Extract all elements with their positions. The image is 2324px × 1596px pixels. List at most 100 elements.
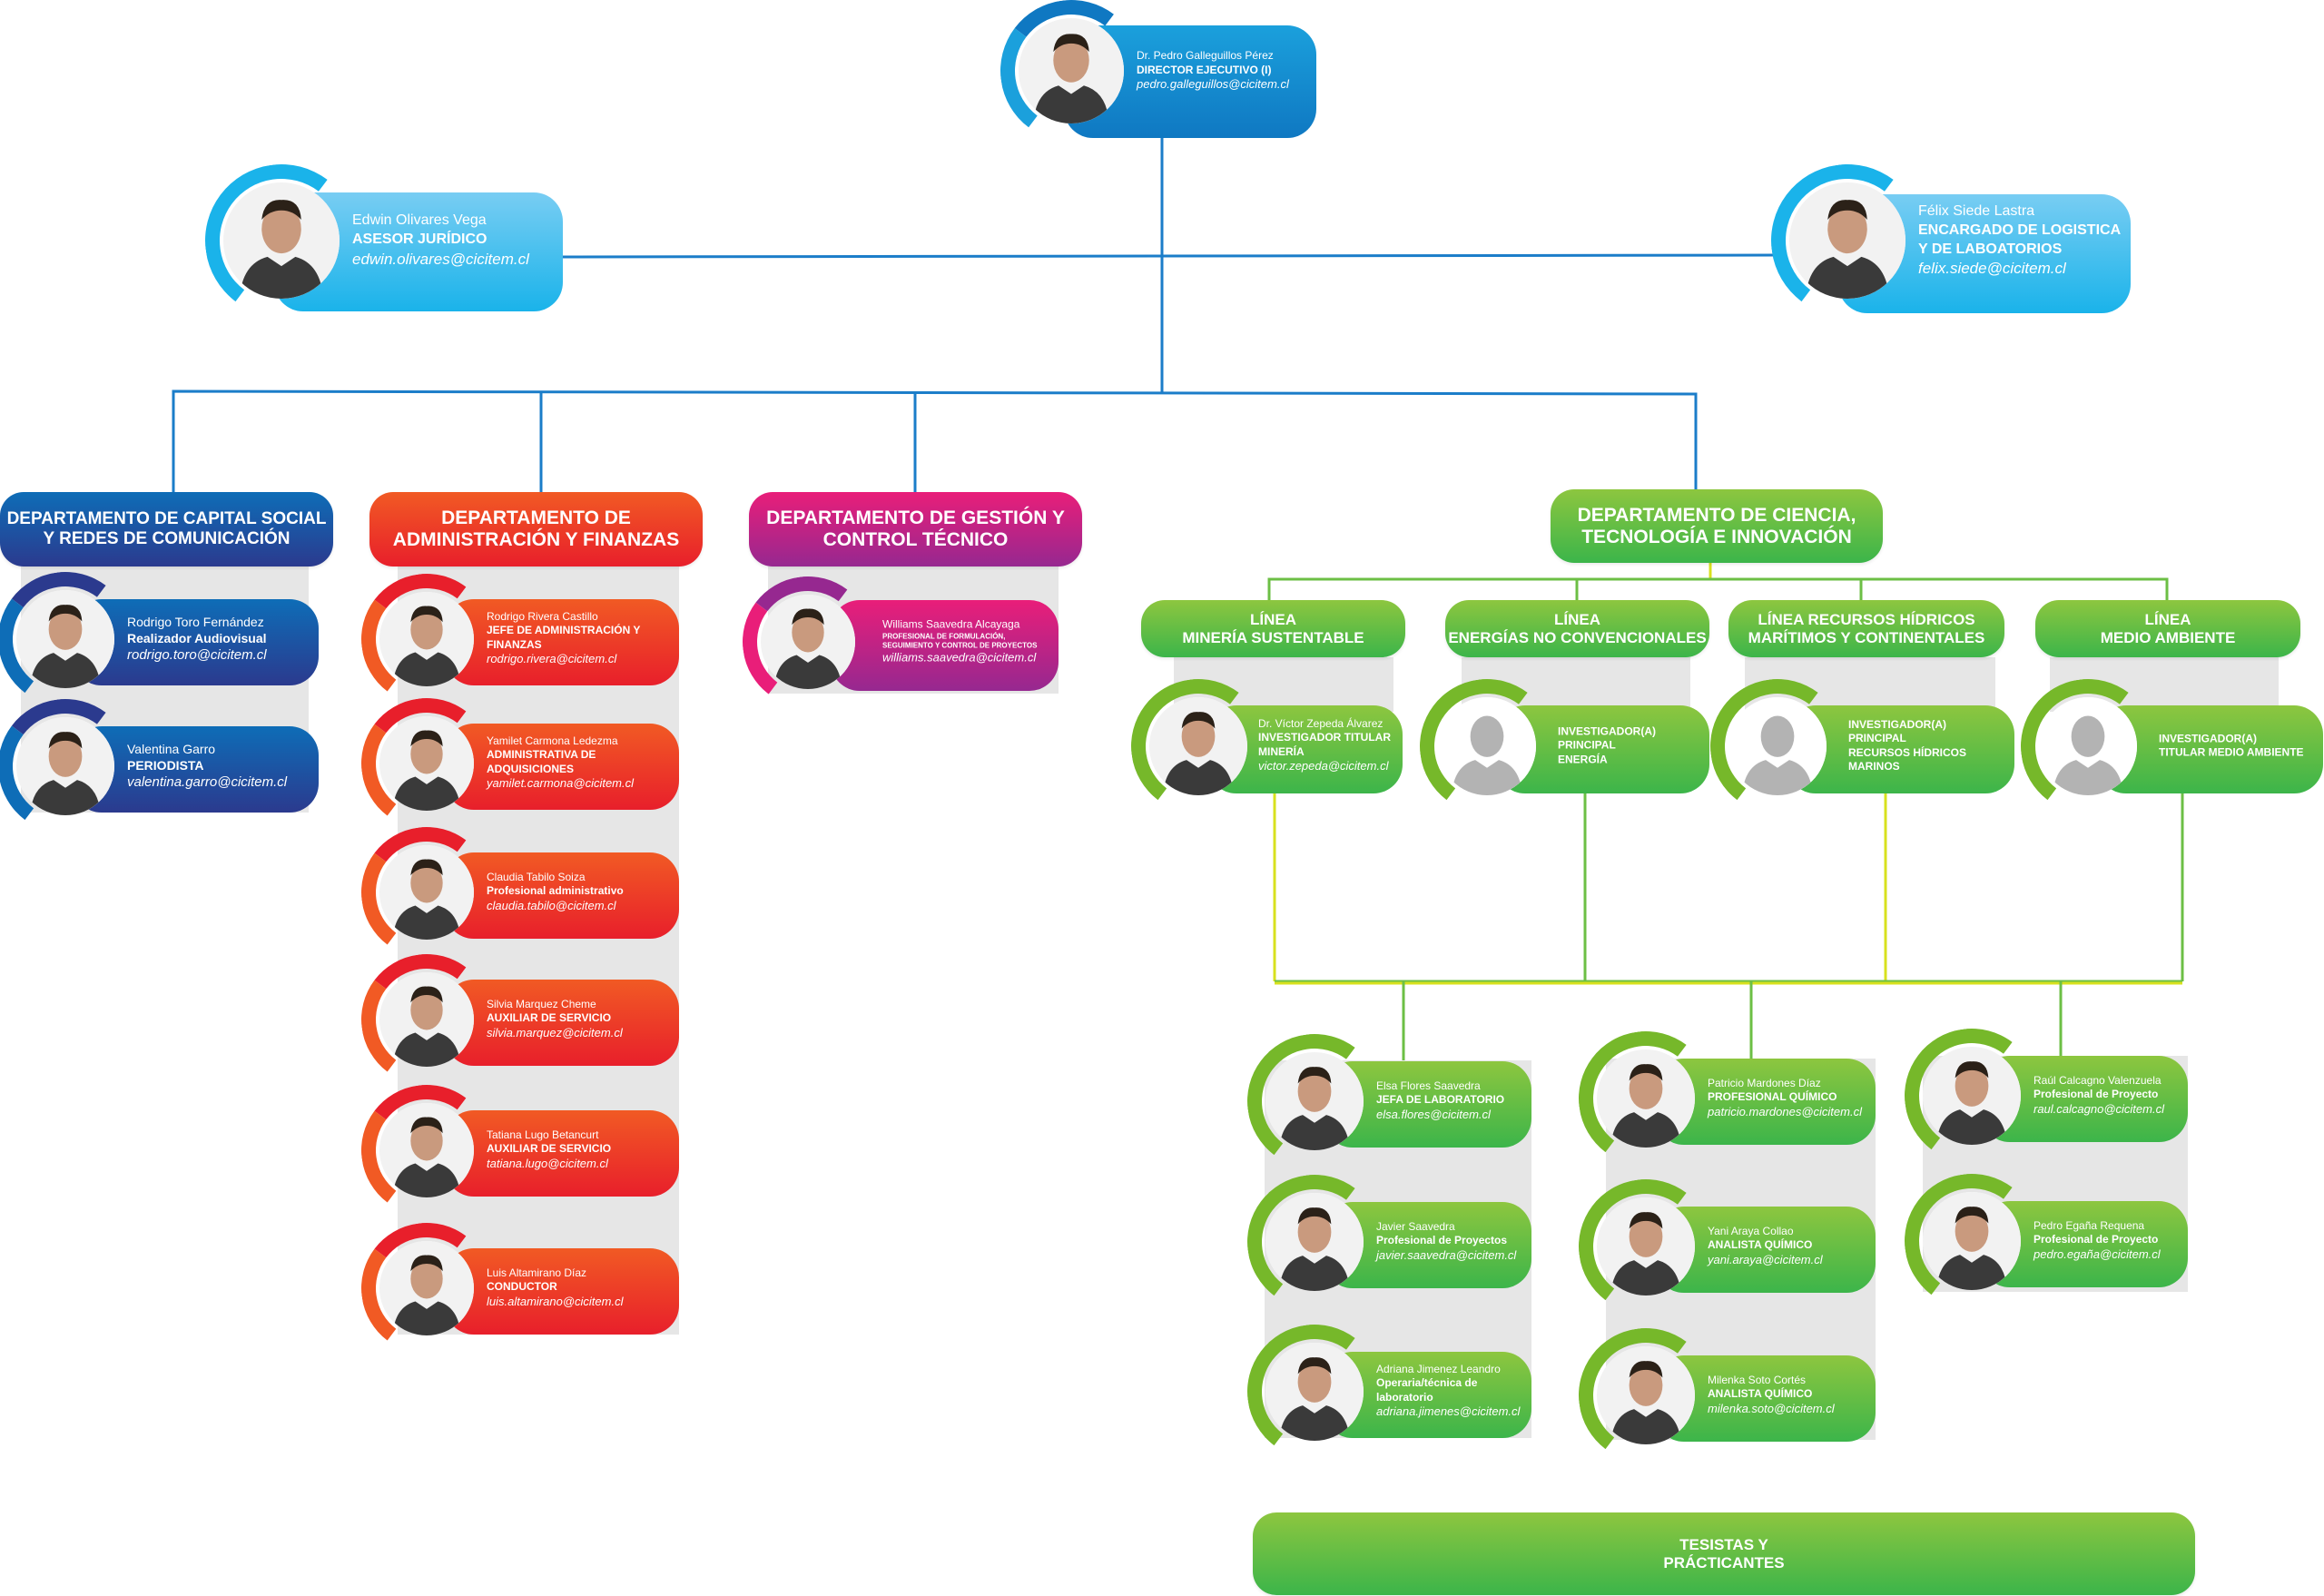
dept-ciencia[interactable]: DEPARTAMENTO DE CIENCIA, TECNOLOGÍA E IN… [1551, 489, 1883, 563]
photo [1019, 18, 1124, 123]
line-header[interactable]: LÍNEA MINERÍA SUSTENTABLE [1141, 600, 1405, 657]
person-email[interactable]: silvia.marquez@cicitem.cl [487, 1025, 623, 1039]
person-photo [223, 182, 340, 299]
person-photo [379, 1240, 474, 1335]
person-role: INVESTIGADOR TITULAR MINERÍA [1258, 731, 1391, 758]
line-header[interactable]: LÍNEA ENERGÍAS NO CONVENCIONALES [1445, 600, 1709, 657]
person-card[interactable] [445, 724, 679, 810]
person-email[interactable]: javier.saavedra@cicitem.cl [1376, 1247, 1517, 1262]
person-card[interactable] [445, 1110, 679, 1197]
person-role: Profesional de Proyecto [2034, 1088, 2159, 1101]
person-role: DIRECTOR EJECUTIVO (I) [1137, 63, 1272, 76]
person-name: Dr. Víctor Zepeda Álvarez [1258, 716, 1384, 730]
person-name: Luis Altamirano Díaz [487, 1266, 587, 1279]
person-card[interactable] [831, 600, 1059, 691]
person-photo [16, 716, 114, 815]
photo [16, 589, 114, 688]
person-role: CONDUCTOR [487, 1280, 557, 1294]
person-photo [1789, 182, 1905, 299]
person-name: Edwin Olivares Vega [352, 212, 487, 229]
person-card[interactable] [445, 980, 679, 1066]
person-email[interactable]: edwin.olivares@cicitem.cl [352, 250, 529, 268]
person-role: ANALISTA QUÍMICO [1708, 1387, 1813, 1401]
photo [1438, 696, 1536, 795]
placeholder-avatar-icon [2039, 696, 2137, 795]
person-photo [1019, 18, 1124, 123]
dept-gestion[interactable]: DEPARTAMENTO DE GESTIÓN Y CONTROL TÉCNIC… [749, 492, 1082, 566]
person-email[interactable]: adriana.jimenes@cicitem.cl [1376, 1404, 1521, 1419]
person-email[interactable]: felix.siede@cicitem.cl [1918, 260, 2066, 278]
person-role: JEFE DE ADMINISTRACIÓN Y FINANZAS [487, 624, 641, 651]
person-photo [1265, 1192, 1364, 1291]
person-email[interactable]: elsa.flores@cicitem.cl [1376, 1107, 1491, 1121]
dept-administracion[interactable]: DEPARTAMENTO DE ADMINISTRACIÓN Y FINANZA… [369, 492, 703, 566]
person-role: Realizador Audiovisual [127, 630, 267, 645]
tesistas-practicantes-box[interactable]: TESISTAS Y PRÁCTICANTES [1253, 1512, 2195, 1595]
photo [1597, 1345, 1695, 1444]
person-role: ASESOR JURÍDICO [352, 231, 487, 247]
person-email[interactable]: victor.zepeda@cicitem.cl [1258, 759, 1389, 773]
photo [1923, 1191, 2021, 1290]
person-email[interactable]: valentina.garro@cicitem.cl [127, 773, 288, 790]
person-card[interactable] [445, 852, 679, 939]
person-email[interactable]: claudia.tabilo@cicitem.cl [487, 898, 616, 912]
person-email[interactable]: pedro.galleguillos@cicitem.cl [1137, 77, 1289, 92]
person-email[interactable]: raul.calcagno@cicitem.cl [2034, 1101, 2164, 1116]
person-name: Patricio Mardones Díaz [1708, 1076, 1821, 1089]
person-name: Rodrigo Rivera Castillo [487, 609, 598, 623]
person-role: ANALISTA QUÍMICO [1708, 1238, 1813, 1252]
person-name: Félix Siede Lastra [1918, 202, 2035, 219]
person-photo [1597, 1345, 1695, 1444]
line-header[interactable]: LÍNEA MEDIO AMBIENTE [2035, 600, 2300, 657]
person-email[interactable]: milenka.soto@cicitem.cl [1708, 1401, 1835, 1415]
photo [761, 595, 855, 689]
photo [1265, 1192, 1364, 1291]
person-name: Javier Saavedra [1376, 1219, 1455, 1233]
person-email[interactable]: rodrigo.rivera@cicitem.cl [487, 652, 617, 666]
person-email[interactable]: luis.altamirano@cicitem.cl [487, 1294, 624, 1308]
person-photo [379, 844, 474, 940]
person-email[interactable]: pedro.egaña@cicitem.cl [2034, 1246, 2161, 1261]
person-name: Milenka Soto Cortés [1708, 1373, 1807, 1386]
person-info: INVESTIGADOR(A) PRINCIPAL RECURSOS HÍDRI… [1848, 717, 2005, 773]
connector-line [562, 253, 1776, 259]
person-card[interactable] [445, 1248, 679, 1335]
person-email[interactable]: williams.saavedra@cicitem.cl [882, 650, 1037, 665]
photo [379, 1240, 474, 1335]
person-photo [1597, 1197, 1695, 1296]
person-name: Adriana Jimenez Leandro [1376, 1362, 1501, 1375]
person-email[interactable]: patricio.mardones@cicitem.cl [1708, 1104, 1862, 1118]
dept-capital-social[interactable]: DEPARTAMENTO DE CAPITAL SOCIAL Y REDES D… [0, 492, 333, 566]
person-photo [379, 1102, 474, 1197]
photo [1265, 1051, 1364, 1150]
person-name: Raúl Calcagno Valenzuela [2034, 1073, 2162, 1087]
person-role: INVESTIGADOR(A) PRINCIPAL RECURSOS HÍDRI… [1848, 717, 1967, 773]
connector-line [172, 389, 1698, 492]
person-role: AUXILIAR DE SERVICIO [487, 1011, 612, 1025]
photo [379, 971, 474, 1067]
connector-line [1267, 577, 2169, 600]
person-email[interactable]: tatiana.lugo@cicitem.cl [487, 1156, 608, 1170]
person-photo [16, 589, 114, 688]
person-email[interactable]: yani.araya@cicitem.cl [1708, 1252, 1823, 1266]
photo [223, 182, 340, 299]
person-email[interactable]: rodrigo.toro@cicitem.cl [127, 646, 267, 663]
person-email[interactable]: yamilet.carmona@cicitem.cl [487, 776, 635, 791]
person-photo [1923, 1046, 2021, 1145]
photo [1728, 696, 1827, 795]
person-card[interactable] [445, 599, 679, 685]
line-header[interactable]: LÍNEA RECURSOS HÍDRICOS MARÍTIMOS Y CONT… [1728, 600, 2004, 657]
